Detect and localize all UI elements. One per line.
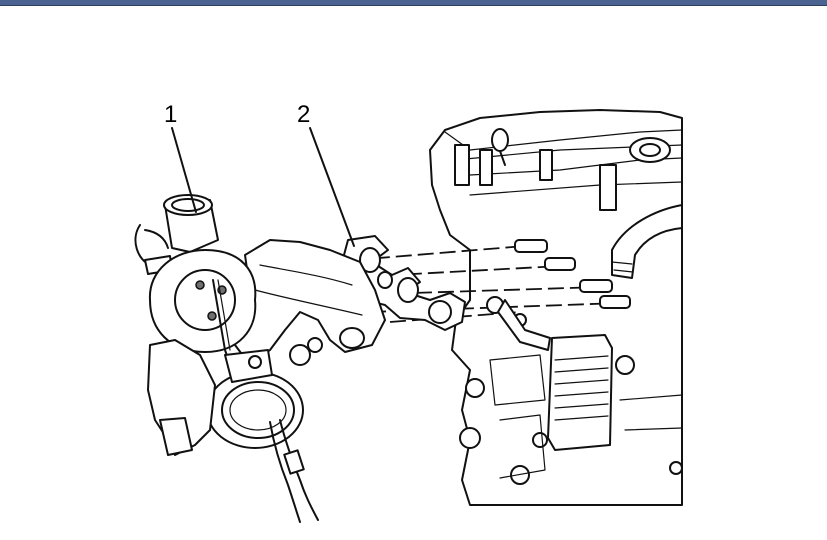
callout-2: 2	[297, 101, 355, 247]
callout-2-leader	[309, 127, 355, 247]
callout-1: 1	[164, 101, 197, 213]
window-top-bar	[0, 0, 827, 6]
callout-1-label: 1	[164, 101, 177, 128]
exhaust-manifold-gasket-icon	[339, 235, 466, 331]
turbocharger-icon	[134, 194, 386, 523]
callout-1-leader	[171, 127, 197, 213]
callout-2-label: 2	[297, 101, 310, 128]
engine-block-icon	[329, 109, 683, 506]
